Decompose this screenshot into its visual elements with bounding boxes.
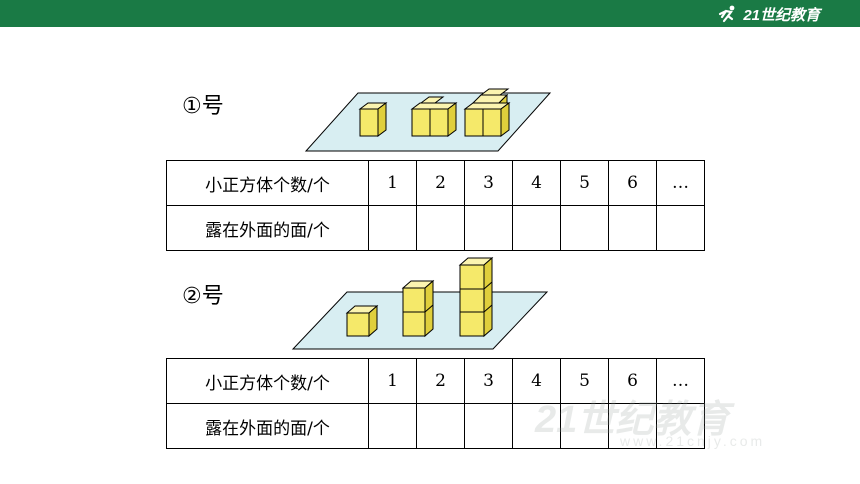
column-value: 5 xyxy=(560,160,609,206)
section2-table: 小正方体个数/个 1 2 3 4 5 6 … 露在外面的面/个 xyxy=(166,358,705,449)
answer-cell[interactable] xyxy=(368,205,417,251)
answer-cell[interactable] xyxy=(416,403,465,449)
section1-label: ①号 xyxy=(182,94,224,119)
answer-cell[interactable] xyxy=(608,403,657,449)
column-value: 6 xyxy=(608,358,657,404)
table-row: 露在外面的面/个 xyxy=(166,403,705,449)
table-row: 小正方体个数/个 1 2 3 4 5 6 … xyxy=(166,160,705,206)
section2-illustration xyxy=(291,256,549,350)
column-value: 2 xyxy=(416,160,465,206)
column-value: 3 xyxy=(464,160,513,206)
row-header-exposed-faces: 露在外面的面/个 xyxy=(166,205,369,251)
cube-stack-2 xyxy=(401,279,435,338)
column-value: 5 xyxy=(560,358,609,404)
cube-stack-1 xyxy=(345,304,379,338)
column-value: … xyxy=(656,358,705,404)
column-value: 4 xyxy=(512,160,561,206)
watermark-url: www.21cnjy.com xyxy=(620,433,766,449)
section1-table: 小正方体个数/个 1 2 3 4 5 6 … 露在外面的面/个 xyxy=(166,160,705,251)
answer-cell[interactable] xyxy=(368,403,417,449)
runner-icon xyxy=(719,5,735,23)
cube-stack-3 xyxy=(458,256,494,338)
table-row: 小正方体个数/个 1 2 3 4 5 6 … xyxy=(166,358,705,404)
answer-cell[interactable] xyxy=(512,403,561,449)
answer-cell[interactable] xyxy=(560,403,609,449)
watermark-logo: 21世纪教育 xyxy=(535,399,730,441)
column-value: 6 xyxy=(608,160,657,206)
column-value: … xyxy=(656,160,705,206)
column-value: 3 xyxy=(464,358,513,404)
brand-logo-text: 21世纪教育 xyxy=(743,6,820,24)
column-value: 1 xyxy=(368,160,417,206)
answer-cell[interactable] xyxy=(416,205,465,251)
answer-cell[interactable] xyxy=(464,403,513,449)
cube-group-2 xyxy=(410,96,458,137)
section2-label: ②号 xyxy=(182,284,224,309)
answer-cell[interactable] xyxy=(656,205,705,251)
column-value: 4 xyxy=(512,358,561,404)
section1-illustration xyxy=(304,88,552,152)
cube-group-3 xyxy=(463,88,511,137)
top-header-bar: 21世纪教育 xyxy=(0,0,860,27)
answer-cell[interactable] xyxy=(464,205,513,251)
row-header-count: 小正方体个数/个 xyxy=(166,358,369,404)
cube-group-1 xyxy=(358,102,388,137)
answer-cell[interactable] xyxy=(512,205,561,251)
brand-logo: 21世纪教育 xyxy=(717,4,820,24)
answer-cell[interactable] xyxy=(608,205,657,251)
column-value: 1 xyxy=(368,358,417,404)
answer-cell[interactable] xyxy=(656,403,705,449)
answer-cell[interactable] xyxy=(560,205,609,251)
table-row: 露在外面的面/个 xyxy=(166,205,705,251)
column-value: 2 xyxy=(416,358,465,404)
row-header-exposed-faces: 露在外面的面/个 xyxy=(166,403,369,449)
row-header-count: 小正方体个数/个 xyxy=(166,160,369,206)
